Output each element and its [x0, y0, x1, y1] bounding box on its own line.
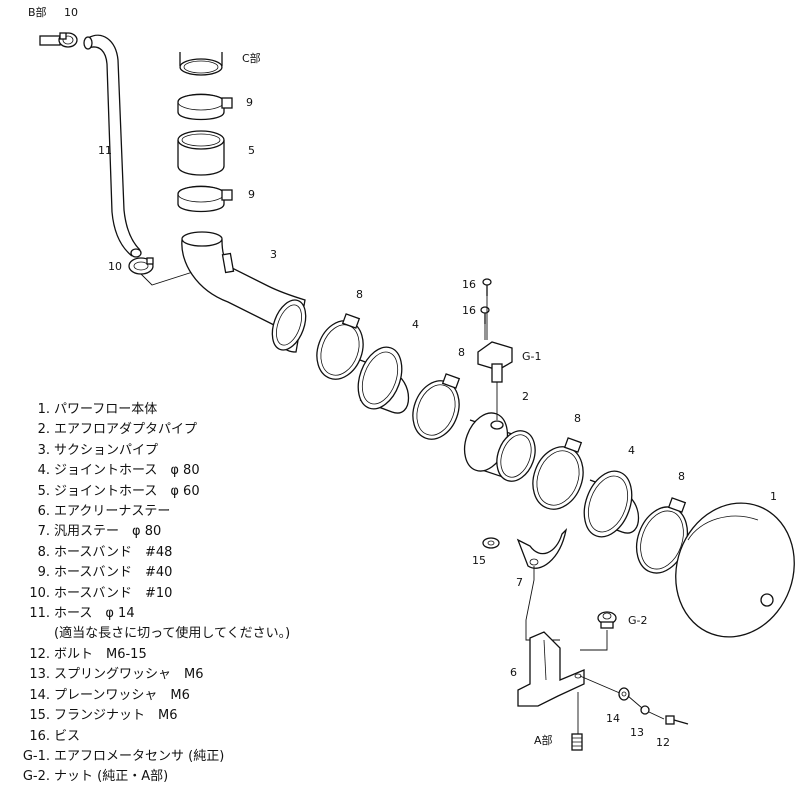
- g1-airflow-sensor: [477, 341, 513, 383]
- part-4-joint-hose-b: [583, 470, 640, 538]
- leader-washers: [627, 695, 665, 720]
- part-5-joint-hose: [177, 130, 225, 176]
- callout-g2: G-2: [628, 614, 648, 627]
- part-9-clamp-lower: [177, 185, 233, 213]
- parts-list: 1.パワーフロー本体 2.エアフロアダプタパイプ 3.サクションパイプ 4.ジョ…: [18, 400, 290, 788]
- leader-7-to-6: [525, 566, 560, 641]
- leader-stay-to-hardware: [577, 675, 623, 738]
- callout-8-d: 8: [678, 470, 685, 483]
- callout-2: 2: [522, 390, 529, 403]
- parts-list-note: (適当な長さに切って使用してください。): [54, 626, 291, 642]
- parts-list-item: 9.ホースバンド #40: [37, 565, 173, 581]
- parts-list-item: 11.ホース φ 14: [29, 606, 135, 622]
- parts-list-item: 10.ホースバンド #10: [29, 585, 173, 601]
- part-15-flange-nut: [482, 537, 500, 549]
- callout-5: 5: [248, 144, 255, 157]
- callout-11: 11: [98, 144, 112, 157]
- parts-list-item: G-1.エアフロメータセンサ (純正): [22, 748, 225, 764]
- callout-13: 13: [630, 726, 644, 739]
- part-7-universal-stay: [516, 528, 568, 569]
- part-14-plain-washer: [618, 687, 630, 701]
- callout-1: 1: [770, 490, 777, 503]
- leader-sensor-to-adapter: [484, 296, 498, 420]
- section-label-c: C部: [242, 51, 261, 65]
- callout-8-c: 8: [574, 412, 581, 425]
- parts-list-item: 8.ホースバンド #48: [37, 544, 173, 560]
- part-9-clamp-upper: [177, 93, 233, 121]
- parts-list-item: 2.エアフロアダプタパイプ: [37, 422, 198, 438]
- part-3-suction-pipe: [181, 231, 307, 353]
- parts-list-item: 3.サクションパイプ: [37, 442, 159, 458]
- callout-7: 7: [516, 576, 523, 589]
- callout-8-b: 8: [458, 346, 465, 359]
- callout-10-lower: 10: [108, 260, 122, 273]
- part-2-airflow-adapter-pipe: [463, 412, 536, 482]
- callout-16-upper: 16: [462, 278, 476, 291]
- part-8-clamp-b: [412, 373, 461, 440]
- leader-g2-to-stay: [580, 630, 608, 651]
- callout-3: 3: [270, 248, 277, 261]
- parts-list-item: 6.エアクリーナステー: [37, 504, 171, 520]
- callout-6: 6: [510, 666, 517, 679]
- part-1-powerflow-body: [675, 502, 795, 638]
- callout-14: 14: [606, 712, 620, 725]
- callout-16-lower: 16: [462, 304, 476, 317]
- callout-12: 12: [656, 736, 670, 749]
- callout-g1: G-1: [522, 350, 542, 363]
- parts-list-item: 16.ビス: [29, 728, 81, 744]
- callout-4-b: 4: [628, 444, 635, 457]
- parts-list-item: 13.スプリングワッシャ M6: [29, 667, 204, 683]
- part-6-air-cleaner-stay: [517, 631, 585, 707]
- parts-list-item: 1.パワーフロー本体: [37, 402, 158, 417]
- part-12-bolt: [665, 715, 689, 725]
- callout-15: 15: [472, 554, 486, 567]
- section-label-b: B部: [28, 5, 47, 19]
- part-10-clamp-lower: [128, 257, 154, 275]
- parts-list-item: 14.プレーンワッシャ M6: [29, 687, 190, 703]
- section-label-a: A部: [534, 733, 553, 747]
- callout-8-a: 8: [356, 288, 363, 301]
- parts-list-item: 4.ジョイントホース φ 80: [37, 463, 200, 479]
- parts-list-item: G-2.ナット (純正・A部): [22, 769, 169, 785]
- part-11-hose: [83, 34, 142, 258]
- g2-nut: [597, 611, 617, 629]
- callout-9-lower: 9: [248, 188, 255, 201]
- b-section-pipe-stub: [39, 32, 78, 48]
- a-section-stud: [571, 733, 583, 751]
- part-8-clamp-d: [635, 497, 689, 574]
- part-4-joint-hose-a: [357, 346, 410, 414]
- callout-10-top: 10: [64, 6, 78, 19]
- part-16-screw-lower: [480, 306, 490, 324]
- parts-list-item: 12.ボルト M6-15: [29, 646, 147, 662]
- parts-list-item: 5.ジョイントホース φ 60: [37, 483, 200, 499]
- part-16-screw-upper: [482, 278, 492, 296]
- c-section-ring: [179, 52, 223, 76]
- callout-9-upper: 9: [246, 96, 253, 109]
- part-8-clamp-c: [532, 437, 584, 510]
- callout-4-a: 4: [412, 318, 419, 331]
- part-13-spring-washer: [640, 705, 650, 715]
- part-8-clamp-a: [316, 313, 364, 380]
- parts-list-item: 7.汎用ステー φ 80: [37, 524, 162, 540]
- parts-list-item: 15.フランジナット M6: [29, 708, 178, 724]
